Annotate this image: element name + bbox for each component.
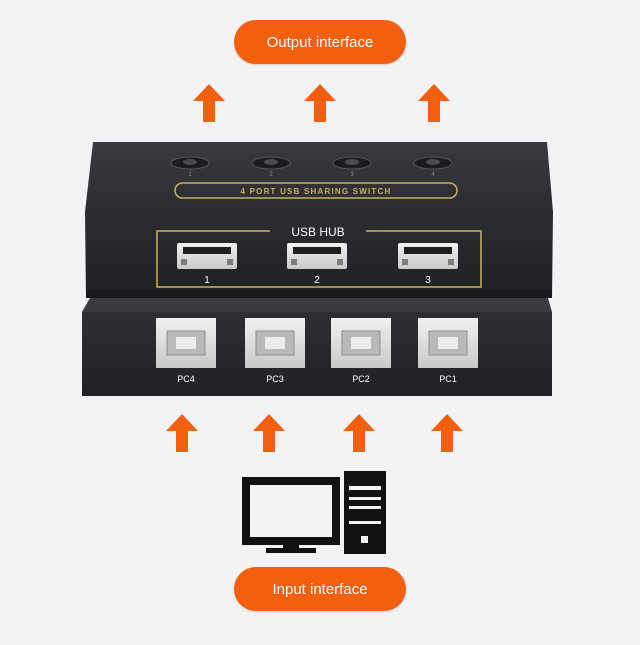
usb-a-shell: [398, 243, 458, 269]
tower-slot: [349, 486, 381, 490]
computer-icon: [242, 471, 386, 554]
usb-a-tongue: [183, 247, 231, 254]
upper-device-edge: [86, 290, 552, 298]
button-cap: [264, 159, 278, 165]
monitor-neck: [283, 541, 299, 548]
up-arrow-icon: [431, 414, 463, 452]
power-button-icon: [361, 536, 368, 543]
button-cap: [426, 159, 440, 165]
input-interface-label: Input interface: [234, 567, 406, 611]
usb-b-tongue: [265, 337, 285, 349]
upper-device-top: [85, 142, 553, 212]
usb-a-tongue: [293, 247, 341, 254]
top-buttons: 1 2 3 4: [170, 156, 453, 178]
button-cap: [345, 159, 359, 165]
lower-device-top: [82, 298, 552, 312]
usb-a-latch: [181, 259, 187, 265]
usb-b-port: PC4: [156, 318, 216, 384]
selector-button[interactable]: 2: [251, 156, 291, 178]
usb-hub-title: USB HUB: [291, 225, 344, 239]
usb-a-latch: [291, 259, 297, 265]
up-arrow-icon: [418, 84, 450, 122]
output-interface-label: Output interface: [234, 20, 406, 64]
lower-device-front: [82, 312, 552, 396]
monitor-icon: [242, 477, 340, 545]
selector-button[interactable]: 4: [413, 156, 453, 178]
panel-title-frame: [174, 182, 458, 199]
up-arrow-icon: [253, 414, 285, 452]
usb-b-tongue: [351, 337, 371, 349]
tower-slot: [349, 521, 381, 524]
input-arrows: [166, 414, 463, 452]
panel-title: 4 PORT USB SHARING SWITCH: [241, 187, 392, 196]
button-number: 3: [350, 172, 354, 178]
pc-port-label: PC4: [177, 374, 195, 384]
up-arrow-icon: [193, 84, 225, 122]
usb-b-port: PC1: [418, 318, 478, 384]
usb-a-latch: [448, 259, 454, 265]
pc-ports: PC4 PC3 PC2 PC1: [156, 318, 478, 384]
output-arrows: [193, 84, 450, 122]
up-arrow-icon: [166, 414, 198, 452]
usb-a-shell: [177, 243, 237, 269]
usb-a-latch: [402, 259, 408, 265]
up-arrow-icon: [343, 414, 375, 452]
monitor-base: [266, 548, 316, 553]
usb-hub-ports: 1 2 3: [177, 243, 458, 286]
usb-a-shell: [287, 243, 347, 269]
pc-port-label: PC2: [352, 374, 370, 384]
usb-a-tongue: [404, 247, 452, 254]
usb-a-latch: [337, 259, 343, 265]
usb-port-number: 2: [314, 275, 320, 286]
tower-slot: [349, 506, 381, 509]
button-cap: [183, 159, 197, 165]
pc-port-label: PC1: [439, 374, 457, 384]
usb-hub-frame: [156, 230, 482, 288]
pc-port-label: PC3: [266, 374, 284, 384]
selector-button[interactable]: 1: [170, 156, 210, 178]
usb-a-port: 1: [177, 243, 237, 286]
selector-button[interactable]: 3: [332, 156, 372, 178]
button-number: 4: [431, 172, 435, 178]
usb-b-port: PC3: [245, 318, 305, 384]
button-number: 2: [269, 172, 273, 178]
usb-a-port: 2: [287, 243, 347, 286]
usb-port-number: 3: [425, 275, 431, 286]
upper-device: 1 2 3 4 4 PORT USB SHARING SWITCH USB HUB 1…: [85, 142, 553, 298]
usb-a-latch: [227, 259, 233, 265]
usb-b-tongue: [438, 337, 458, 349]
usb-a-port: 3: [398, 243, 458, 286]
usb-b-port: PC2: [331, 318, 391, 384]
usb-port-number: 1: [204, 275, 210, 286]
lower-device: PC4 PC3 PC2 PC1: [82, 298, 552, 396]
tower-slot: [349, 497, 381, 500]
up-arrow-icon: [304, 84, 336, 122]
button-number: 1: [188, 172, 192, 178]
usb-b-tongue: [176, 337, 196, 349]
